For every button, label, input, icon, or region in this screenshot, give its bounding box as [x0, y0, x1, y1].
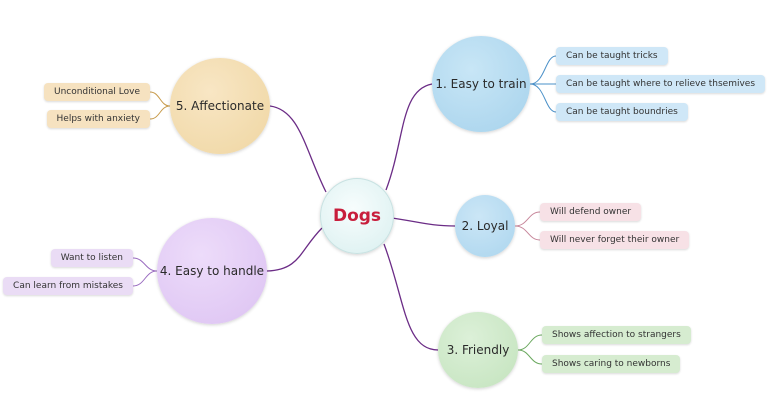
link-branch-1-leaf-1: [529, 55, 557, 85]
branch-node-easy-to-handle[interactable]: 4. Easy to handle: [157, 218, 267, 324]
leaf-topic[interactable]: Helps with anxiety: [46, 110, 150, 128]
link-center-branch-2: [391, 217, 456, 227]
leaf-topic[interactable]: Will defend owner: [540, 203, 642, 221]
branch-label: 3. Friendly: [446, 343, 510, 357]
link-branch-3-leaf-2: [517, 349, 543, 365]
leaf-topic[interactable]: Can be taught where to relieve thsemives: [556, 75, 766, 93]
link-branch-3-leaf-1: [517, 334, 543, 351]
leaf-topic[interactable]: Will never forget their owner: [540, 231, 690, 249]
branch-label: 5. Affectionate: [175, 99, 265, 113]
branch-label: 4. Easy to handle: [159, 264, 265, 278]
branch-node-affectionate[interactable]: 5. Affectionate: [170, 58, 270, 154]
link-center-branch-3: [383, 243, 439, 351]
leaf-topic[interactable]: Can be taught boundries: [556, 103, 688, 121]
leaf-topic[interactable]: Shows affection to strangers: [542, 326, 691, 344]
link-center-branch-1: [385, 83, 433, 191]
leaf-topic[interactable]: Want to listen: [50, 249, 133, 267]
link-branch-5-leaf-1: [149, 91, 171, 107]
link-center-branch-4: [266, 227, 323, 272]
branch-node-loyal[interactable]: 2. Loyal: [455, 195, 515, 257]
leaf-topic[interactable]: Can learn from mistakes: [3, 277, 133, 295]
link-branch-5-leaf-2: [149, 105, 171, 120]
branch-label: 1. Easy to train: [435, 77, 527, 91]
leaf-topic[interactable]: Shows caring to newborns: [542, 355, 681, 373]
central-topic-label: Dogs: [332, 206, 382, 226]
branch-label: 2. Loyal: [461, 219, 509, 233]
link-branch-4-leaf-2: [132, 270, 158, 287]
link-branch-2-leaf-1: [514, 211, 541, 227]
branch-node-friendly[interactable]: 3. Friendly: [438, 312, 518, 388]
leaf-topic[interactable]: Can be taught tricks: [556, 47, 668, 65]
link-branch-2-leaf-2: [514, 225, 541, 241]
central-topic-node[interactable]: Dogs: [320, 178, 394, 254]
link-center-branch-5: [269, 105, 327, 193]
branch-node-easy-to-train[interactable]: 1. Easy to train: [432, 36, 530, 132]
leaf-topic[interactable]: Unconditional Love: [43, 83, 150, 101]
link-branch-4-leaf-1: [132, 257, 158, 272]
link-branch-1-leaf-3: [529, 83, 557, 113]
